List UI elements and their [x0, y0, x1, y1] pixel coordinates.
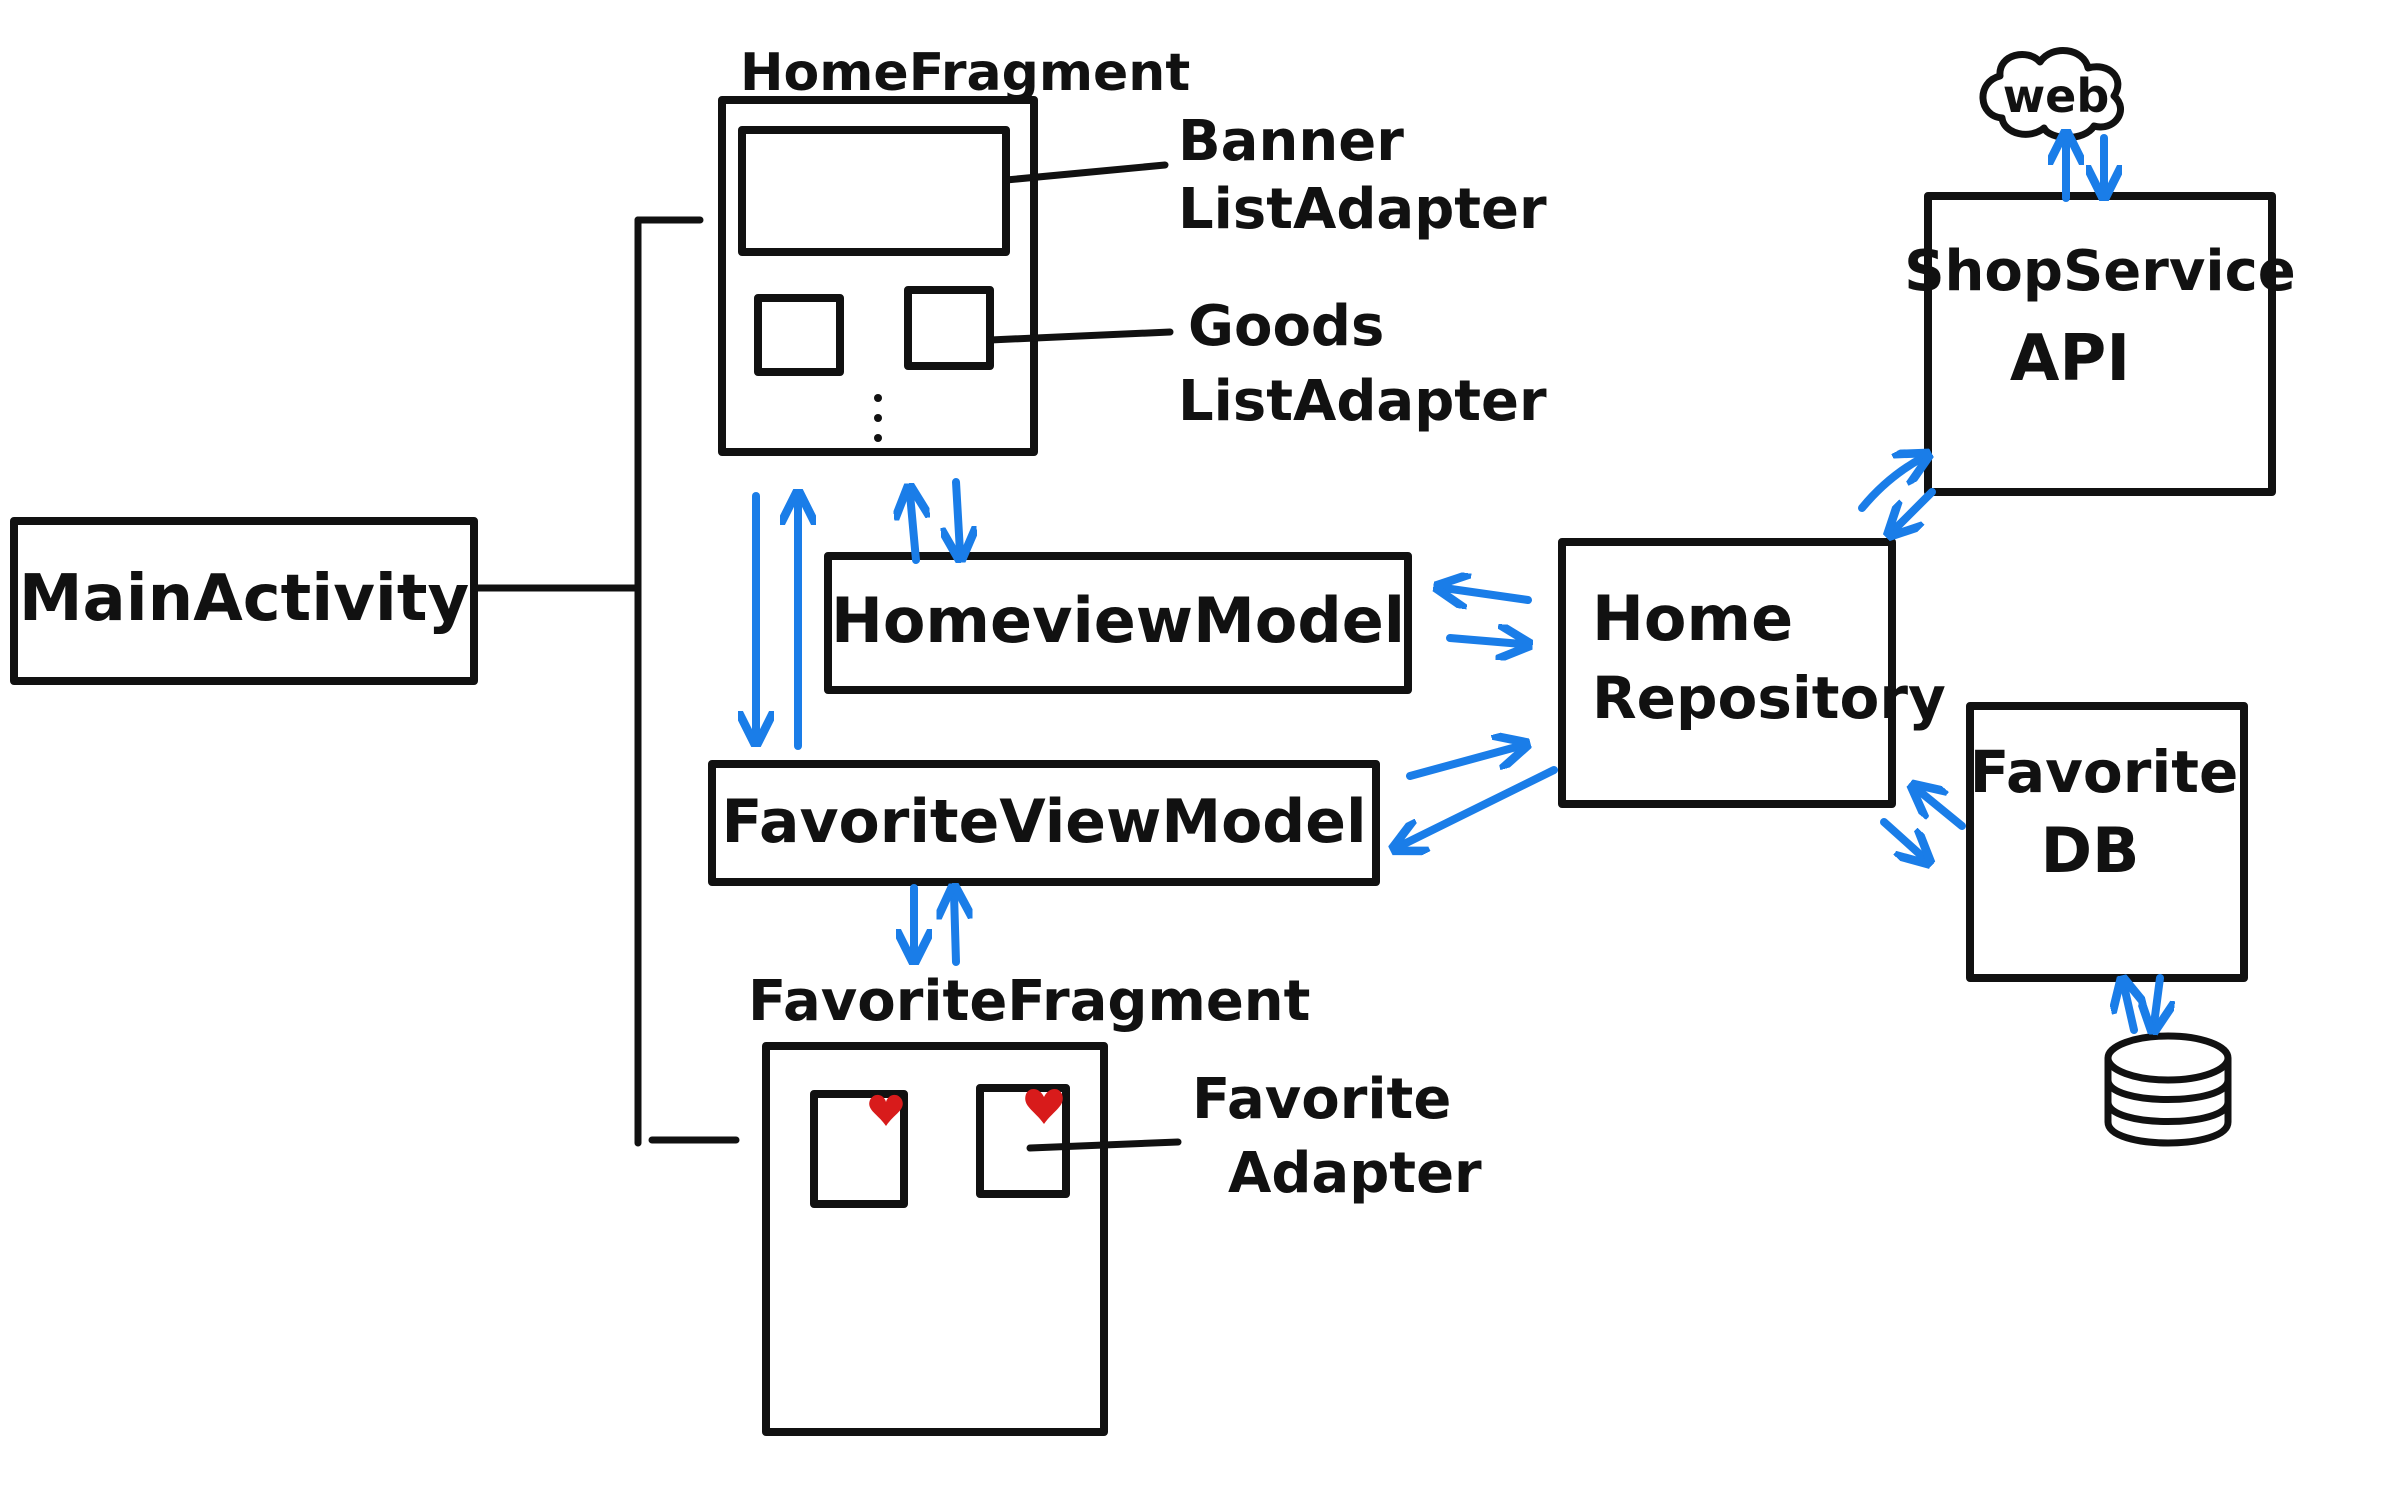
- home-fragment-title: HomeFragment: [740, 43, 1190, 103]
- favorite-view-model-box: [708, 760, 1380, 886]
- favorite-db-box: [1966, 702, 2248, 982]
- arrow-shop-api-to-repo: [1894, 488, 1936, 530]
- favorite-db-node: Favorite DB: [1966, 702, 2248, 982]
- arrow-favorite-fragment-to-favorite-vm: [954, 894, 956, 966]
- banner-adapter-label-line1: Banner: [1178, 109, 1404, 174]
- goods-adapter-label-line2: ListAdapter: [1178, 369, 1547, 434]
- favorite-fragment-node: FavoriteFragment: [748, 969, 1310, 1436]
- banner-placeholder: [738, 126, 1010, 256]
- home-fragment-box: [718, 96, 1038, 456]
- favorite-item-placeholder-2: [976, 1084, 1070, 1198]
- arrow-home-fragment-to-home-vm: [956, 478, 960, 552]
- home-repository-node: Home Repository: [1558, 538, 1946, 808]
- home-repository-label-line1: Home: [1592, 582, 1793, 655]
- shop-service-api-label-line2: API: [2010, 322, 2130, 396]
- home-view-model-node: HomeviewModel: [824, 552, 1412, 694]
- web-label: web: [2003, 69, 2110, 123]
- heart-icon: [869, 1094, 903, 1126]
- favorite-fragment-box: [762, 1042, 1108, 1436]
- favorite-db-label-line2: DB: [2041, 814, 2140, 887]
- home-view-model-box: [824, 552, 1412, 694]
- arrow-favorite-vm-to-repo: [1406, 746, 1520, 780]
- heart-icon: [1025, 1088, 1063, 1124]
- goods-adapter-pointer: [986, 328, 1174, 344]
- main-activity-box: [10, 517, 478, 685]
- arrow-favorite-db-to-database: [2154, 974, 2160, 1024]
- banner-adapter-pointer: [1002, 161, 1169, 184]
- arrow-home-vm-to-home-fragment: [910, 494, 916, 564]
- banner-adapter-label-line2: ListAdapter: [1178, 177, 1547, 242]
- arrow-database-to-favorite-db: [2124, 986, 2134, 1034]
- home-repository-label-line2: Repository: [1592, 664, 1946, 732]
- favorite-fragment-title: FavoriteFragment: [748, 969, 1310, 1034]
- shop-service-api-node: ShopService API: [1904, 192, 2296, 496]
- database-icon: [2104, 1032, 2232, 1147]
- goods-item-placeholder-2: [904, 286, 994, 370]
- favorite-view-model-label: FavoriteViewModel: [721, 787, 1366, 857]
- arrow-repo-to-home-vm: [1444, 588, 1532, 600]
- arrow-repo-to-favorite-vm: [1400, 766, 1558, 846]
- favorite-item-placeholder-1: [810, 1090, 908, 1208]
- favorite-view-model-node: FavoriteViewModel: [708, 760, 1380, 886]
- connector-tree: [472, 216, 740, 1147]
- home-view-model-label: HomeviewModel: [831, 584, 1405, 657]
- goods-item-placeholder-1: [754, 294, 844, 376]
- home-repository-box: [1558, 538, 1896, 808]
- arrow-home-vm-to-repo: [1446, 638, 1522, 644]
- favorite-adapter-pointer: [1026, 1138, 1182, 1152]
- web-node: web: [1979, 47, 2124, 141]
- arrow-repo-to-shop-api: [1858, 458, 1922, 512]
- shop-service-api-label-line1: ShopService: [1904, 239, 2296, 304]
- home-fragment-node: HomeFragment: [718, 43, 1190, 456]
- arrow-repo-to-favorite-db: [1880, 818, 1924, 858]
- favorite-adapter-label-line1: Favorite: [1192, 1067, 1451, 1132]
- more-items-ellipsis: [874, 394, 882, 442]
- goods-adapter-label-line1: Goods: [1188, 294, 1384, 359]
- favorite-adapter-label-line2: Adapter: [1228, 1141, 1482, 1206]
- data-flow-arrows: [756, 138, 2160, 1030]
- main-activity-label: MainActivity: [19, 562, 469, 636]
- arrow-favorite-db-to-repo: [1918, 790, 1966, 830]
- favorite-db-label-line1: Favorite: [1970, 738, 2239, 806]
- main-activity-node: MainActivity: [10, 517, 478, 685]
